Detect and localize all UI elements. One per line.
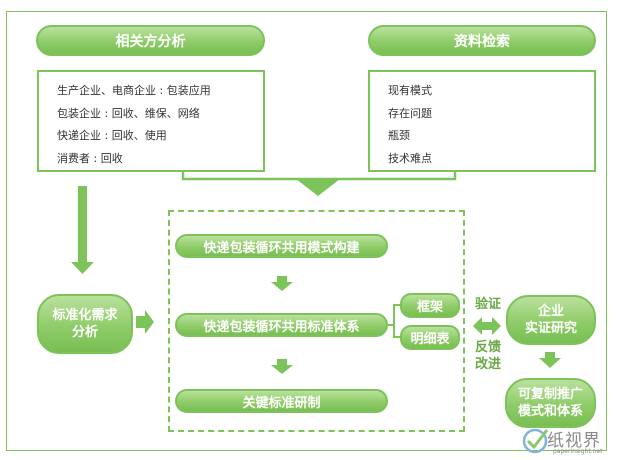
research-header: 资料检索 [368,25,596,56]
down-arrow-right [539,352,561,368]
output-line1: 可复制推广 [517,387,583,402]
feedback-line1: 反馈 [474,340,501,355]
watermark: 纸视界 paperinsight.net [521,424,611,460]
tag-bracket-lower [393,325,400,338]
down-arrow-1 [271,276,293,291]
enterprise-study-node: 企业 实证研究 [506,295,596,345]
stakeholder-list: 生产企业、电商企业 : 包装应用 包装企业 : 回收、维保、网络 快递企业 : … [37,70,265,172]
stakeholder-header: 相关方分析 [36,25,265,56]
demand-line1: 标准化需求 [52,308,118,323]
replicable-output-node: 可复制推广 模式和体系 [505,378,596,428]
merge-arrow [296,179,340,196]
watermark-logo-icon [522,428,549,454]
list-item: 瓶颈 [388,129,410,142]
list-item: 生产企业、电商企业 : 包装应用 [57,84,211,97]
core-step-key-standards: 关键标准研制 [175,389,388,413]
list-item: 技术难点 [388,151,432,165]
list-item: 消费者 : 回收 [57,151,123,165]
verify-label: 验证 [474,297,501,312]
enterprise-line1: 企业 [537,304,564,319]
double-arrow [473,317,501,335]
diagram-frame [6,11,607,451]
tag-bracket [386,304,400,326]
demand-line2: 分析 [71,325,98,340]
core-step-standard-system: 快递包装循环共用标准体系 [175,313,388,337]
tag-detail-list: 明细表 [400,325,460,350]
down-arrow-2 [271,359,293,374]
output-line2: 模式和体系 [517,404,583,419]
research-list: 现有模式 存在问题 瓶颈 技术难点 [368,70,596,172]
feedback-label: 反馈 改进 [470,339,506,373]
enterprise-line2: 实证研究 [524,321,577,336]
right-arrow-demand [136,310,154,334]
list-item: 存在问题 [388,106,432,120]
demand-analysis-node: 标准化需求 分析 [37,294,133,354]
core-region [168,210,465,432]
down-arrow-long [71,186,94,274]
core-step-model: 快递包装循环共用模式构建 [175,234,388,258]
tag-framework: 框架 [400,293,460,318]
watermark-subtitle: paperinsight.net [553,448,603,455]
watermark-title: 纸视界 [547,431,601,451]
feedback-line2: 改进 [474,357,501,372]
list-item: 快递企业 : 回收、使用 [57,129,167,142]
list-item: 包装企业 : 回收、维保、网络 [57,106,200,120]
list-item: 现有模式 [388,84,432,97]
